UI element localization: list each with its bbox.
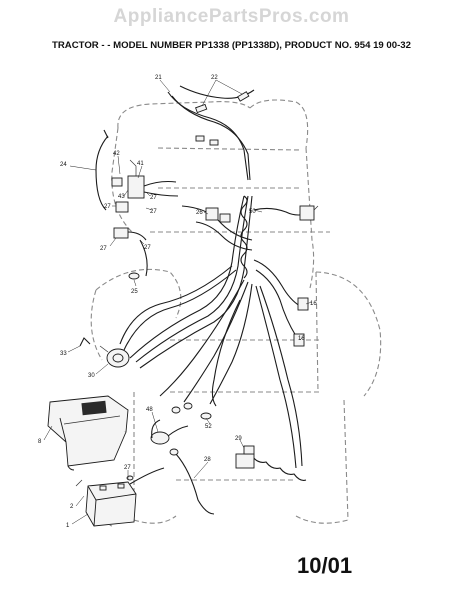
callout-41: 41 xyxy=(137,161,144,167)
leader-lines xyxy=(43,79,313,525)
callout-33: 33 xyxy=(60,351,67,357)
callout-27d: 27 xyxy=(100,246,107,252)
callout-22: 22 xyxy=(211,75,218,81)
coiled-loom xyxy=(240,195,307,481)
diagram-title: TRACTOR - - MODEL NUMBER PP1338 (PP1338D… xyxy=(52,40,411,51)
callout-27c: 27 xyxy=(150,209,157,215)
callout-24: 24 xyxy=(60,162,67,168)
regulator xyxy=(235,445,255,469)
ignition-switch xyxy=(99,345,130,368)
callout-27b: 27 xyxy=(150,195,157,201)
callout-25: 25 xyxy=(131,289,138,295)
callout-16a: 16 xyxy=(310,301,317,307)
callout-1: 1 xyxy=(66,523,70,529)
callout-21: 21 xyxy=(155,75,162,81)
callout-42: 42 xyxy=(113,151,120,157)
callout-43: 43 xyxy=(118,194,125,200)
callout-27a: 27 xyxy=(104,204,111,210)
callout-8: 8 xyxy=(38,439,42,445)
revision-date: 10/01 xyxy=(297,553,353,578)
callout-29: 29 xyxy=(235,436,242,442)
ground-cable xyxy=(126,448,215,515)
callout-2: 2 xyxy=(70,504,74,510)
callout-48: 48 xyxy=(146,407,153,413)
callout-28: 28 xyxy=(204,457,211,463)
solenoid xyxy=(150,419,189,445)
main-harness xyxy=(119,85,313,469)
callout-52: 52 xyxy=(205,424,212,430)
watermark: AppliancePartsPros.com xyxy=(113,6,350,27)
switch-50 xyxy=(299,205,319,221)
callout-30: 30 xyxy=(88,373,95,379)
battery-box xyxy=(47,395,129,471)
callout-26: 26 xyxy=(196,210,203,216)
connector-52 xyxy=(171,402,212,420)
battery xyxy=(75,479,137,527)
callout-27e: 27 xyxy=(144,245,151,251)
callout-50: 50 xyxy=(249,209,256,215)
seat-switch-assembly xyxy=(95,129,179,280)
callout-27-battery: 27 xyxy=(124,465,131,471)
switch-16 xyxy=(293,297,309,347)
fuse xyxy=(79,337,91,347)
callout-16b: 16 xyxy=(298,336,305,342)
switch-26 xyxy=(205,207,231,223)
connector-22 xyxy=(195,91,250,146)
callout-labels: 21 22 24 42 41 43 27 27 27 27 27 26 50 2… xyxy=(38,75,317,529)
